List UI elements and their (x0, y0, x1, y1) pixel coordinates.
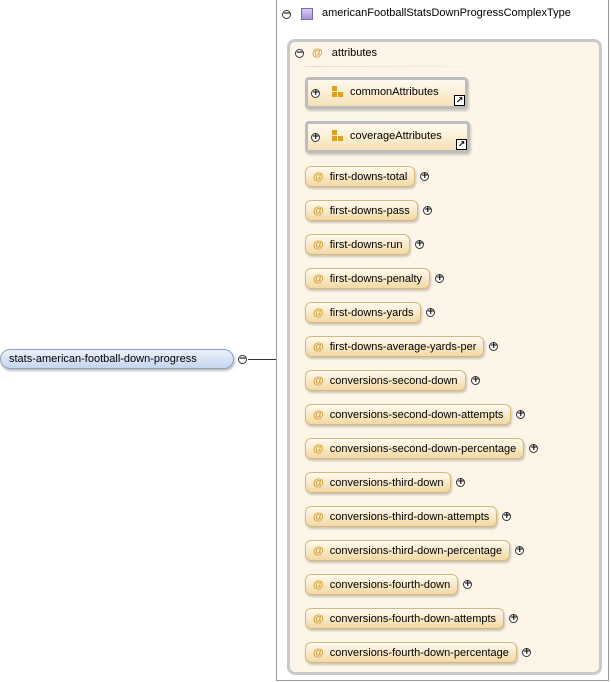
expand-icon[interactable]: + (502, 511, 511, 521)
attribute-item[interactable]: @ first-downs-run (305, 234, 411, 255)
attribute-item[interactable]: @ conversions-third-down-attempts (305, 506, 498, 527)
attribute-item[interactable]: @ conversions-third-down-percentage (305, 540, 511, 561)
expand-icon[interactable]: + (426, 307, 435, 317)
expand-icon[interactable]: + (516, 409, 525, 419)
attribute-label: first-downs-total (329, 170, 408, 183)
at-icon: @ (313, 408, 324, 421)
attribute-label: conversions-second-down-percentage (329, 442, 517, 455)
at-icon: @ (313, 238, 324, 251)
at-icon: @ (313, 612, 324, 625)
reference-link-icon[interactable]: ↗ (454, 95, 465, 106)
complex-type-name: americanFootballStatsDownProgressComplex… (322, 7, 571, 19)
expand-icon[interactable]: + (311, 132, 320, 142)
attribute-label: conversions-fourth-down-percentage (329, 646, 509, 659)
attribute-label: conversions-fourth-down (329, 578, 451, 591)
attribute-label: first-downs-penalty (329, 272, 423, 285)
at-icon: @ (313, 476, 324, 489)
complex-type-icon (301, 8, 313, 20)
attribute-label: conversions-fourth-down-attempts (329, 612, 497, 625)
attribute-item[interactable]: @ first-downs-yards (305, 302, 422, 323)
attribute-group-icon (332, 86, 344, 98)
expand-icon[interactable]: + (529, 443, 538, 453)
root-element-label: stats-american-football-down-progress (9, 353, 197, 365)
at-icon: @ (313, 544, 324, 557)
attribute-group-common[interactable]: + commonAttributes ↗ (305, 77, 468, 109)
at-icon: @ (313, 340, 324, 353)
expand-icon[interactable]: + (463, 579, 472, 589)
attribute-label: conversions-third-down-percentage (329, 544, 503, 557)
attribute-item[interactable]: @ conversions-second-down-attempts (305, 404, 512, 425)
expand-icon[interactable]: + (509, 613, 518, 623)
at-icon: @ (313, 510, 324, 523)
attribute-label: conversions-third-down (329, 476, 444, 489)
at-icon: @ (313, 272, 324, 285)
attribute-item[interactable]: @ conversions-fourth-down-attempts (305, 608, 505, 629)
attribute-group-label: coverageAttributes (350, 130, 442, 142)
attribute-label: first-downs-average-yards-per (329, 340, 477, 353)
at-icon: @ (313, 578, 324, 591)
attribute-label: first-downs-pass (329, 204, 410, 217)
expand-icon[interactable]: + (456, 477, 465, 487)
at-icon: @ (313, 442, 324, 455)
expand-icon[interactable]: + (423, 205, 432, 215)
at-icon: @ (312, 47, 323, 59)
root-element-node[interactable]: stats-american-football-down-progress (0, 349, 234, 369)
expand-icon[interactable]: + (435, 273, 444, 283)
at-icon: @ (313, 646, 324, 659)
expand-icon[interactable]: + (522, 647, 531, 657)
connector-line (248, 359, 276, 360)
attribute-group-coverage[interactable]: + coverageAttributes ↗ (305, 121, 470, 153)
expand-icon[interactable]: + (471, 375, 480, 385)
attribute-group-icon (332, 130, 344, 142)
attribute-label: first-downs-yards (329, 306, 414, 319)
attribute-item[interactable]: @ conversions-second-down-percentage (305, 438, 525, 459)
attribute-item[interactable]: @ conversions-fourth-down (305, 574, 459, 595)
at-icon: @ (313, 204, 324, 217)
at-icon: @ (313, 306, 324, 319)
attribute-item[interactable]: @ conversions-second-down (305, 370, 466, 391)
collapse-icon[interactable]: − (295, 48, 304, 58)
attribute-label: conversions-third-down-attempts (329, 510, 490, 523)
reference-link-icon[interactable]: ↗ (456, 139, 467, 150)
collapse-icon[interactable]: − (238, 354, 247, 364)
expand-icon[interactable]: + (515, 545, 524, 555)
attribute-label: conversions-second-down-attempts (329, 408, 504, 421)
attribute-group-label: commonAttributes (350, 86, 439, 98)
attribute-item[interactable]: @ first-downs-pass (305, 200, 418, 221)
attributes-label: attributes (331, 47, 378, 59)
attribute-label: first-downs-run (329, 238, 403, 251)
attribute-item[interactable]: @ conversions-fourth-down-percentage (305, 642, 517, 663)
collapse-icon[interactable]: − (282, 9, 291, 19)
at-icon: @ (313, 374, 324, 387)
attributes-header: @ attributes (312, 47, 377, 59)
attribute-item[interactable]: @ first-downs-penalty (305, 268, 431, 289)
attribute-label: conversions-second-down (329, 374, 458, 387)
expand-icon[interactable]: + (420, 171, 429, 181)
attribute-item[interactable]: @ first-downs-average-yards-per (305, 336, 485, 357)
expand-icon[interactable]: + (311, 88, 320, 98)
attribute-item[interactable]: @ conversions-third-down (305, 472, 452, 493)
divider (305, 66, 500, 67)
expand-icon[interactable]: + (415, 239, 424, 249)
at-icon: @ (313, 170, 324, 183)
expand-icon[interactable]: + (489, 341, 498, 351)
attribute-item[interactable]: @ first-downs-total (305, 166, 416, 187)
